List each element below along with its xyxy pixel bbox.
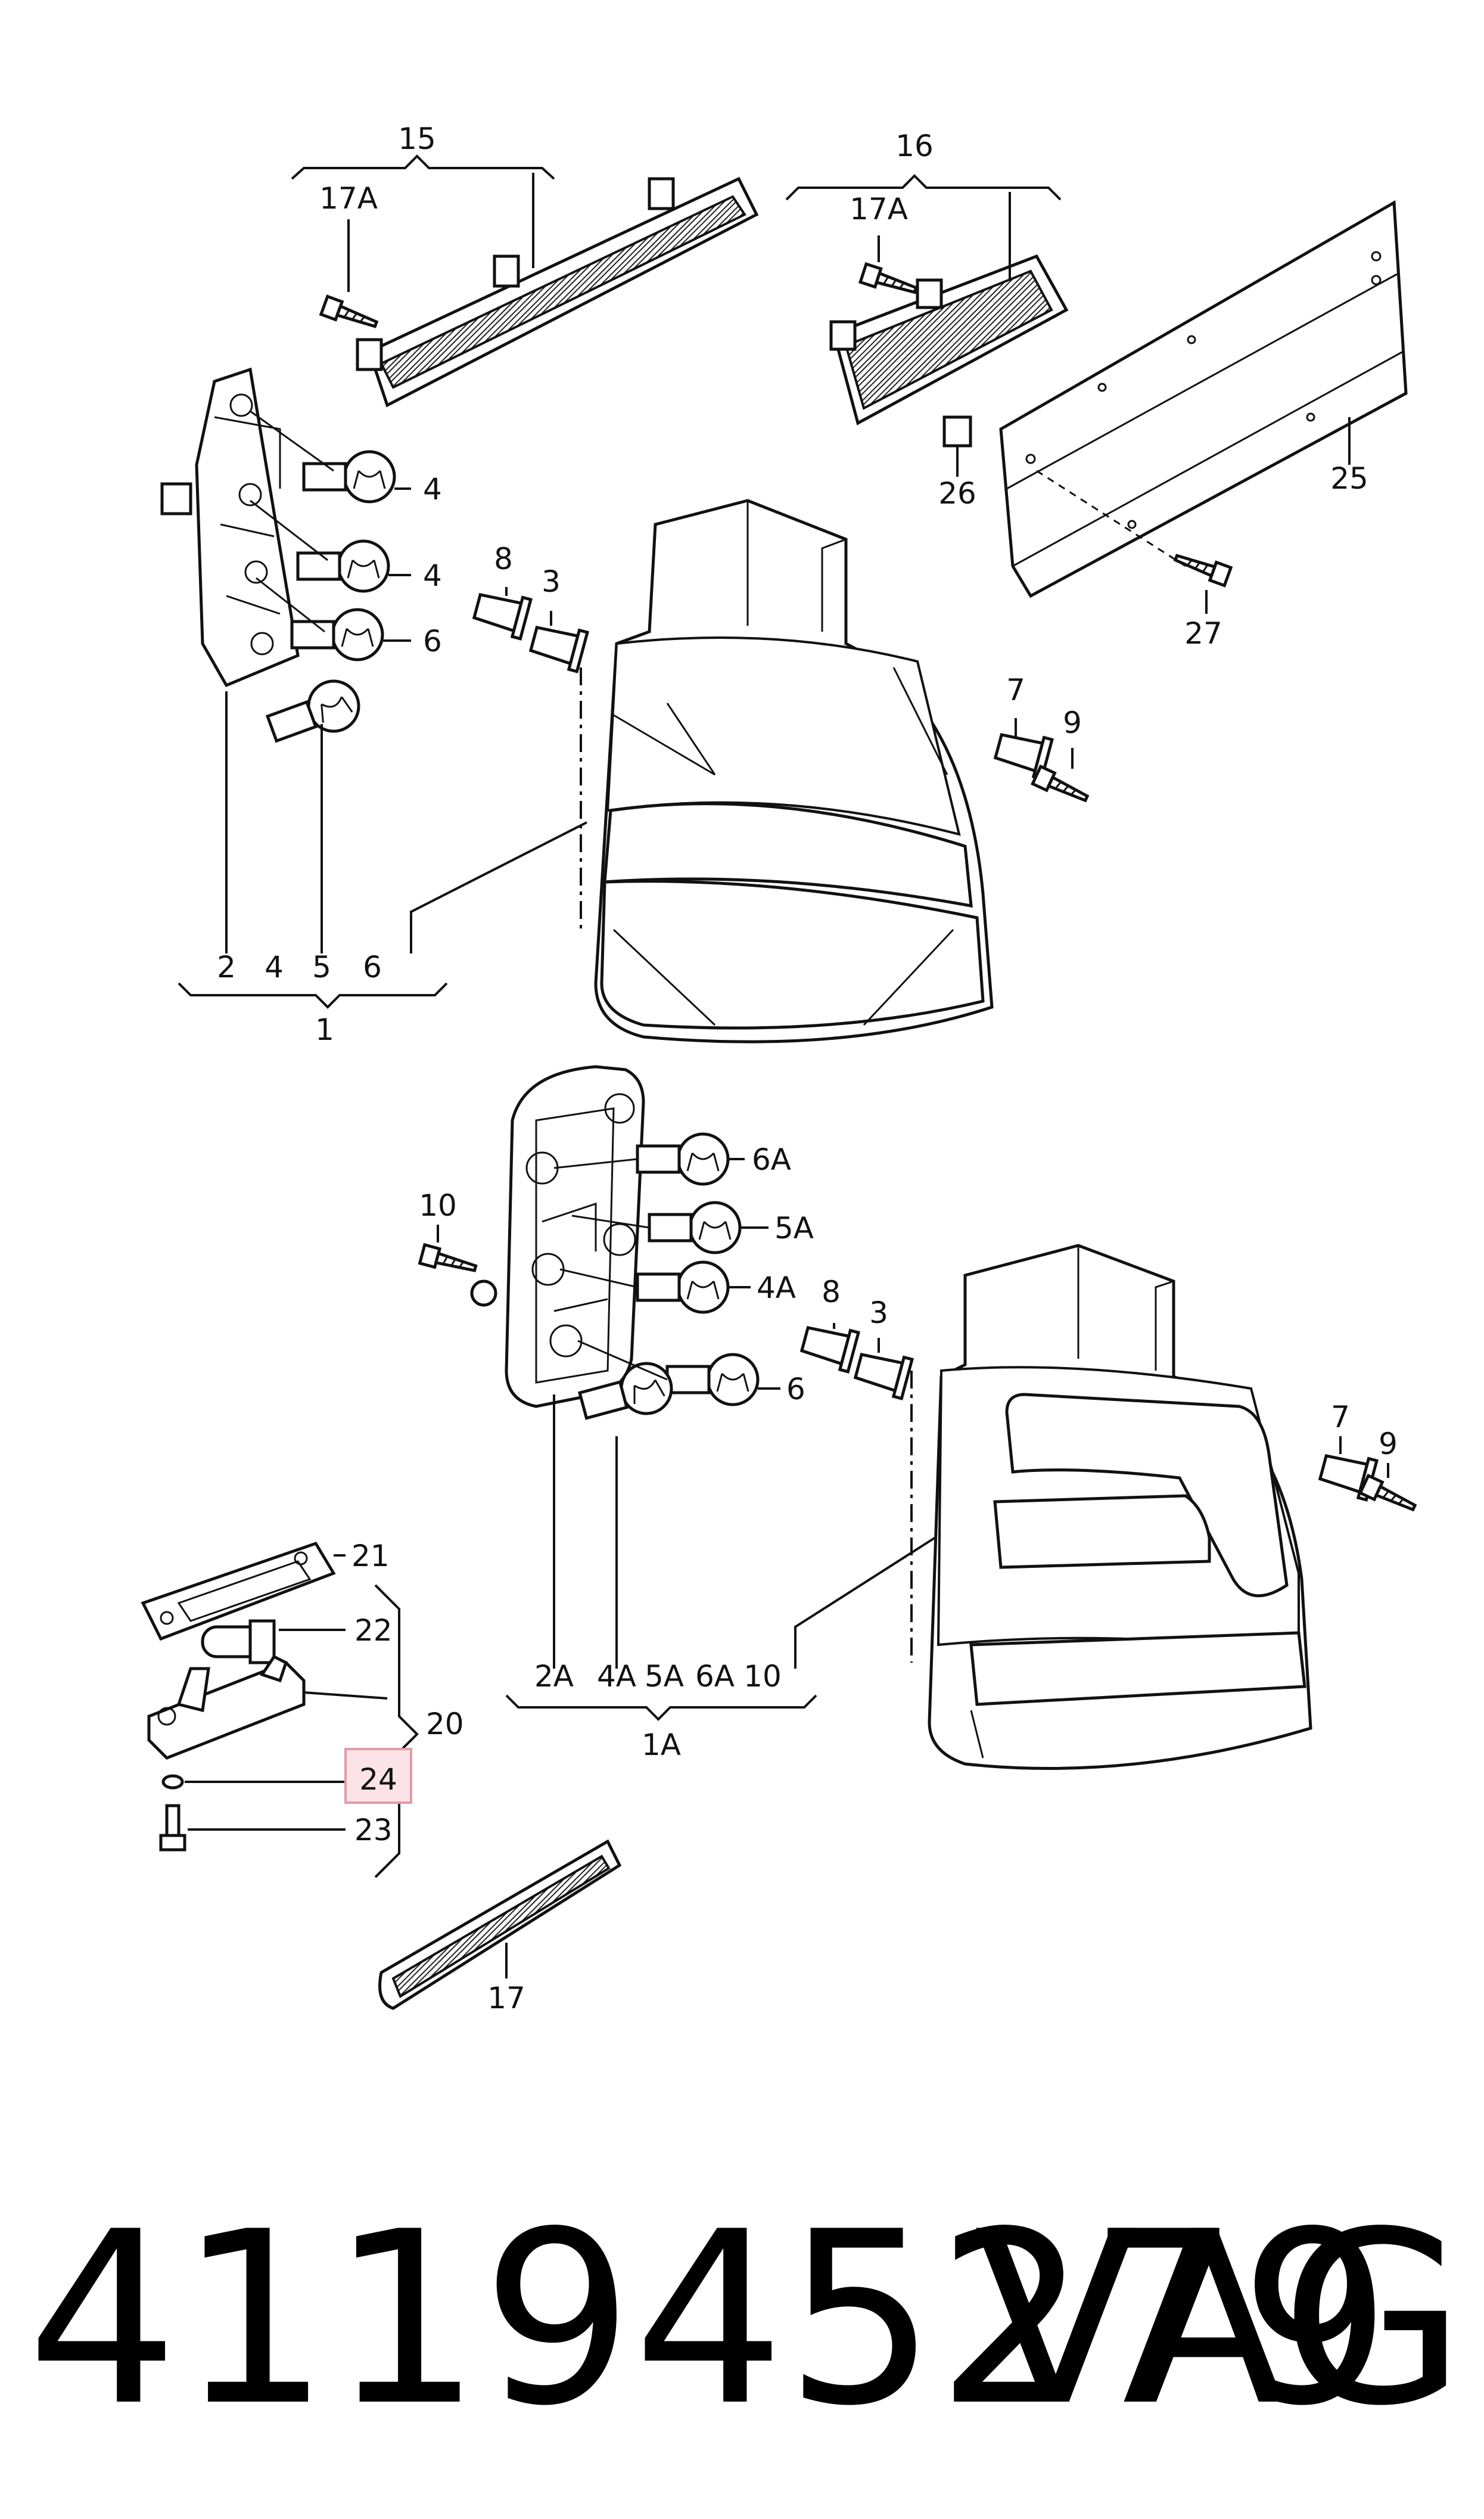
callout-labels: 15 17A 16 17A 4 4 6 8 3 26 25 27 7 9 2 4…	[217, 122, 1398, 2015]
fasteners-lower	[799, 1319, 1418, 1516]
callout-9-a: 9	[1063, 706, 1082, 740]
callout-3-b: 3	[869, 1296, 888, 1330]
callout-26: 26	[938, 476, 976, 511]
group-bracket-1A	[505, 1394, 937, 1721]
lamp-housing-20	[147, 1654, 388, 1760]
brand-name: VAG	[974, 2181, 1466, 2458]
reflector-17	[378, 1839, 622, 2010]
bulb-22	[201, 1619, 346, 1664]
callout-24: 24	[359, 1762, 397, 1797]
group-1-item-4: 4	[265, 950, 284, 984]
bulb-holder-2A	[470, 1065, 645, 1408]
callout-6A: 6A	[752, 1142, 791, 1177]
group-1-item-2: 2	[217, 950, 236, 984]
reflector-strip-15	[356, 176, 759, 408]
callout-7-b: 7	[1331, 1400, 1350, 1434]
callout-23: 23	[354, 1813, 393, 1847]
group-bracket-1	[178, 691, 587, 1009]
fasteners-upper	[472, 586, 1090, 807]
washer-24	[161, 1774, 346, 1790]
gasket-21	[141, 1541, 346, 1641]
callout-6-b: 6	[786, 1372, 805, 1406]
callout-17A-a: 17A	[319, 181, 378, 216]
bulbs-upper	[250, 410, 411, 752]
callout-17: 17	[487, 1981, 525, 2015]
callout-17A-b: 17A	[850, 192, 908, 226]
highlight-24	[344, 1748, 412, 1804]
callout-10-a: 10	[419, 1188, 457, 1223]
callout-6-a: 6	[423, 624, 442, 659]
callout-25: 25	[1330, 461, 1368, 496]
callout-4A: 4A	[757, 1271, 796, 1305]
callout-22: 22	[354, 1613, 393, 1648]
reflector-16	[829, 254, 1069, 425]
bulb-holder-2	[160, 367, 300, 688]
callout-3-a: 3	[542, 564, 561, 599]
screw-17A-b	[860, 235, 918, 299]
callout-4-a: 4	[423, 472, 442, 507]
group-1A-item-2A: 2A	[534, 1659, 574, 1694]
bracket-16	[785, 174, 1062, 280]
part-number: 411945279	[27, 2181, 1391, 2458]
screw-27	[1036, 470, 1231, 614]
callout-5A: 5A	[774, 1211, 814, 1245]
callout-15: 15	[398, 122, 436, 156]
callout-20: 20	[426, 1707, 464, 1741]
callout-8-b: 8	[822, 1275, 841, 1309]
group-1A-item-6A: 6A	[695, 1659, 735, 1694]
callout-21: 21	[351, 1539, 390, 1573]
bulbs-lower	[553, 1134, 780, 1430]
panel-25	[999, 200, 1408, 598]
callout-27: 27	[1184, 616, 1222, 651]
group-1A-item-4A: 4A	[597, 1659, 636, 1694]
screw-10-a	[420, 1225, 478, 1278]
callout-8-a: 8	[494, 542, 513, 576]
clip-26	[942, 415, 972, 477]
screw-17A-a	[321, 219, 379, 333]
bracket-15	[291, 154, 555, 268]
group-1A-item-10: 10	[743, 1659, 782, 1694]
callout-4-b: 4	[423, 558, 442, 593]
callout-9-b: 9	[1379, 1427, 1398, 1461]
group-1-item-5: 5	[312, 950, 331, 984]
callout-7-a: 7	[1006, 673, 1025, 707]
tail-lamp-1A	[910, 1244, 1312, 1770]
callout-1A: 1A	[642, 1728, 681, 1762]
callout-1: 1	[315, 1012, 334, 1047]
screw-23	[159, 1804, 346, 1852]
group-bracket-20	[374, 1584, 419, 1878]
group-1-item-6: 6	[363, 950, 382, 984]
tail-lamp-1	[580, 499, 994, 1043]
group-1A-item-5A: 5A	[645, 1659, 684, 1694]
callout-16: 16	[895, 129, 934, 163]
